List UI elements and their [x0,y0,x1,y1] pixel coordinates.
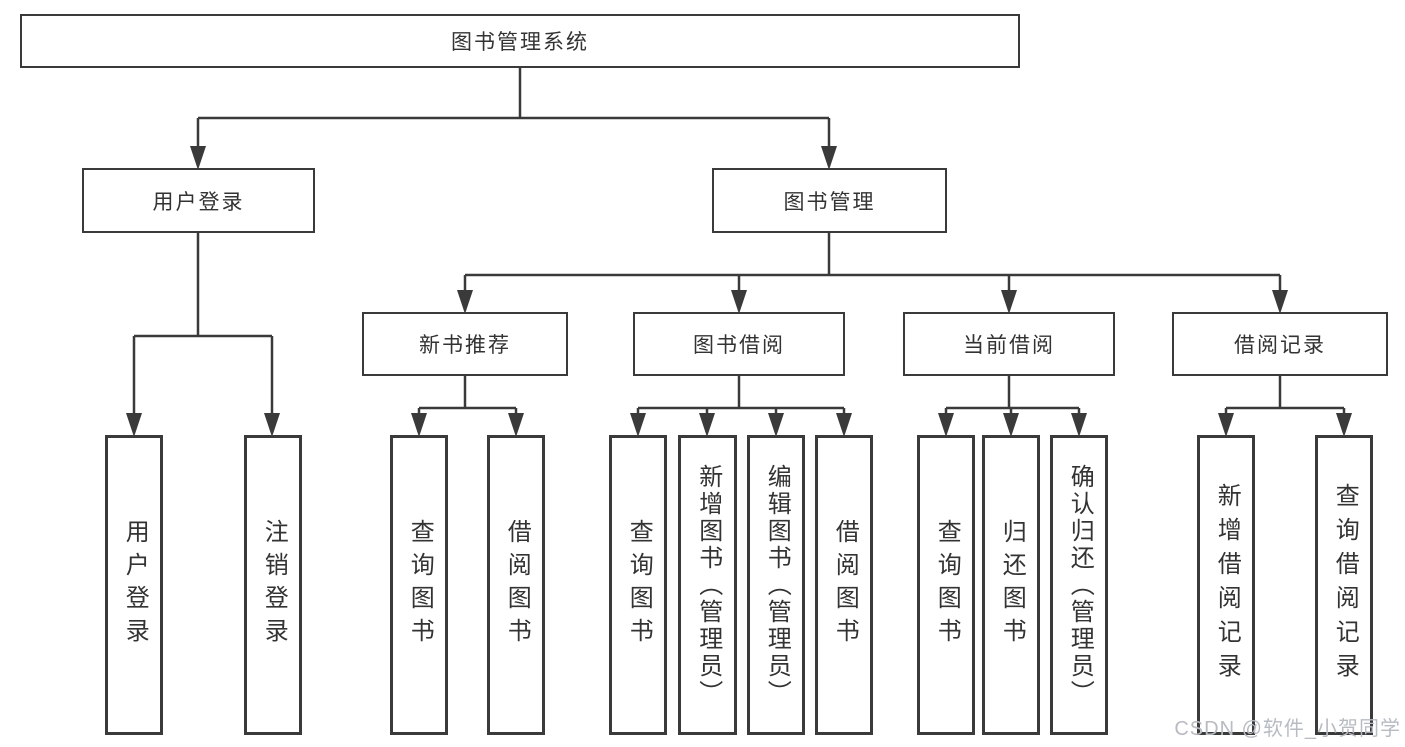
arrowheads [126,146,1352,437]
leaf-borrow-books-recommend: 借阅图书 [487,435,545,735]
node-new-book-recommend: 新书推荐 [362,312,568,376]
node-library-system: 图书管理系统 [20,14,1020,68]
leaf-query-books-borrowing: 查询图书 [609,435,667,735]
leaf-label: 新增图书（管理员） [694,463,722,707]
leaf-add-borrow-record: 新增借阅记录 [1197,435,1255,735]
leaf-label: 借阅图书 [831,519,859,651]
leaf-label: 查询图书 [933,519,961,651]
node-user-login: 用户登录 [82,168,315,233]
csdn-watermark: CSDN @软件_小贺同学 [1174,718,1401,740]
leaf-return-books: 归还图书 [982,435,1040,735]
leaf-query-books-current: 查询图书 [917,435,975,735]
leaf-label: 查询图书 [406,519,434,651]
leaf-label: 查询图书 [625,519,653,651]
leaf-logout: 注销登录 [244,435,302,735]
leaf-label: 用户登录 [121,519,149,651]
node-borrow-records: 借阅记录 [1172,312,1388,376]
node-book-borrowing: 图书借阅 [633,312,845,376]
leaf-label: 借阅图书 [503,519,531,651]
leaf-label: 确认归还（管理员） [1066,463,1094,707]
leaf-label: 注销登录 [260,519,288,651]
leaf-query-borrow-record: 查询借阅记录 [1315,435,1373,735]
leaf-edit-books-admin: 编辑图书（管理员） [747,435,805,735]
node-book-management: 图书管理 [712,168,947,233]
leaf-borrow-books: 借阅图书 [815,435,873,735]
leaf-confirm-return-admin: 确认归还（管理员） [1050,435,1108,735]
leaf-label: 编辑图书（管理员） [763,463,791,707]
leaf-query-books-recommend: 查询图书 [390,435,448,735]
leaf-label: 新增借阅记录 [1213,483,1241,687]
leaf-add-books-admin: 新增图书（管理员） [678,435,737,735]
leaf-label: 查询借阅记录 [1331,483,1359,687]
leaf-label: 归还图书 [998,519,1026,651]
leaf-user-login: 用户登录 [105,435,163,735]
node-current-borrowing: 当前借阅 [903,312,1115,376]
